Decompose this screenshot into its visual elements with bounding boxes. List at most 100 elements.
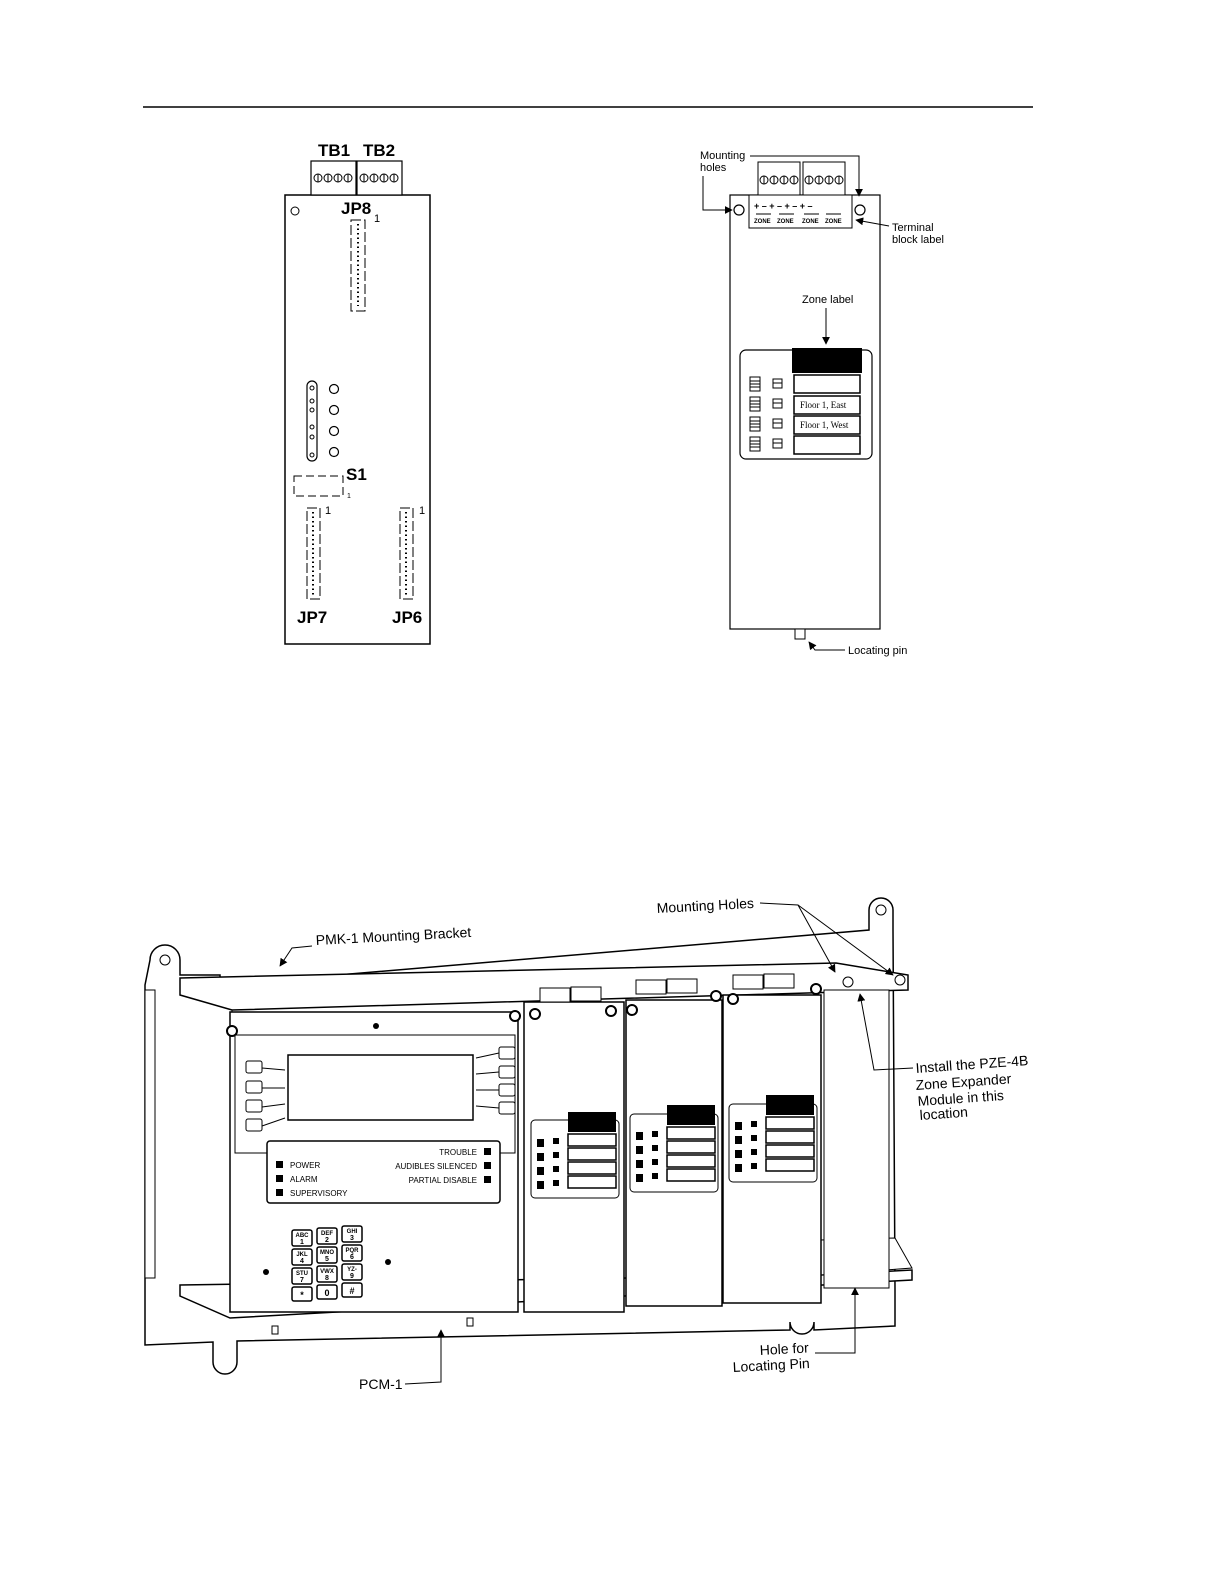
- tb-screws: [313, 173, 399, 183]
- status-trouble: TROUBLE: [439, 1148, 477, 1157]
- install-label-4: location: [919, 1104, 968, 1123]
- svg-text:7: 7: [300, 1277, 304, 1284]
- zone-slot: [793, 395, 861, 415]
- svg-text:*: *: [300, 1290, 304, 1300]
- zone-slot: [793, 415, 861, 435]
- svg-text:#: #: [349, 1286, 354, 1296]
- svg-text:PQR: PQR: [345, 1248, 359, 1254]
- zone-slot: [793, 435, 861, 455]
- key-1: [291, 1229, 313, 1247]
- key-4: [291, 1248, 313, 1266]
- jp6-pin1: 1: [419, 505, 425, 517]
- hole-label-2: Locating Pin: [732, 1355, 810, 1375]
- empty-expander-slot: [823, 989, 890, 1289]
- terminal-block-label-2: block label: [892, 234, 944, 246]
- jp7-label: JP7: [297, 608, 327, 627]
- key-2: [316, 1227, 338, 1245]
- terminal-block-label: Terminal: [892, 222, 934, 234]
- status-led-panel: [266, 1140, 501, 1204]
- zone-led-column: [749, 376, 783, 452]
- svg-text:YZ-: YZ-: [347, 1267, 357, 1273]
- status-power: POWER: [290, 1161, 320, 1170]
- zone-module-1: [523, 986, 625, 1313]
- mounting-holes-leader: [750, 155, 863, 197]
- status-supervisory: SUPERVISORY: [290, 1189, 348, 1198]
- zone-label-header: [792, 348, 862, 373]
- bracket-label: PMK-1 Mounting Bracket: [315, 924, 471, 948]
- svg-text:6: 6: [350, 1254, 354, 1261]
- led: [328, 446, 340, 458]
- zone-name-2: Floor 1, East: [800, 400, 847, 410]
- led: [328, 425, 340, 437]
- svg-text:0: 0: [324, 1288, 329, 1298]
- svg-text:1: 1: [300, 1239, 304, 1246]
- s1-label: S1: [346, 465, 367, 484]
- zone-name-3: Floor 1, West: [800, 420, 849, 430]
- locating-pin: [794, 628, 806, 640]
- circuit-board-diagram: TB1 TB2 JP8 1 S: [284, 141, 431, 645]
- led: [328, 383, 340, 395]
- led: [328, 404, 340, 416]
- svg-text:STU: STU: [296, 1271, 308, 1277]
- zone-module-diagram: + – + – + – + – ZONE ZONE ZONE ZONE Moun…: [700, 150, 944, 657]
- install-label-3: Module in this: [917, 1087, 1004, 1109]
- svg-text:4: 4: [300, 1258, 304, 1265]
- svg-text:3: 3: [350, 1235, 354, 1242]
- svg-text:+ – + – + – + –: + – + – + – + –: [754, 201, 813, 211]
- led-strip: [306, 380, 318, 462]
- svg-text:DEF: DEF: [321, 1231, 333, 1237]
- status-alarm: ALARM: [290, 1175, 318, 1184]
- svg-text:2: 2: [325, 1237, 329, 1244]
- svg-text:JKL: JKL: [296, 1252, 308, 1258]
- display-soft-keys: [245, 1046, 516, 1132]
- svg-text:GHI: GHI: [347, 1229, 358, 1235]
- zone-tag: ZONE: [825, 219, 842, 225]
- key-0: [316, 1284, 338, 1300]
- jp7-pin1: 1: [325, 505, 331, 517]
- mounting-holes-label: Mounting: [700, 150, 745, 162]
- zone-tag: ZONE: [777, 219, 794, 225]
- svg-text:VWX: VWX: [320, 1269, 334, 1275]
- svg-text:ABC: ABC: [296, 1233, 310, 1239]
- install-label: Install the PZE-4B: [915, 1052, 1029, 1076]
- tb1-label: TB1: [318, 141, 350, 160]
- mounting-holes-label-2: holes: [700, 162, 727, 174]
- module-mount-hole-left: [733, 204, 745, 216]
- key-8: [316, 1265, 338, 1283]
- zone-label-callout: Zone label: [802, 294, 853, 306]
- board-mount-hole: [290, 206, 300, 216]
- status-partial-disable: PARTIAL DISABLE: [409, 1176, 477, 1185]
- assembly-mounting-holes-label: Mounting Holes: [656, 895, 754, 916]
- jp6-label: JP6: [392, 608, 422, 627]
- keypad: ABC 1 DEF 2 GHI 3 JKL 4 MNO 5 PQR 6 STU …: [291, 1225, 363, 1302]
- tb2-label: TB2: [363, 141, 395, 160]
- terminal-label-leader: [855, 217, 890, 227]
- jp8-pin1: 1: [374, 213, 380, 225]
- key-7: [291, 1267, 313, 1285]
- zone-tag: ZONE: [802, 219, 819, 225]
- svg-text:8: 8: [325, 1275, 329, 1282]
- lcd-display: [287, 1054, 474, 1121]
- svg-text:9: 9: [350, 1273, 354, 1280]
- svg-text:MNO: MNO: [320, 1250, 334, 1256]
- zone-tag: ZONE: [754, 219, 771, 225]
- terminal-block-label-plate: [748, 194, 853, 229]
- key-3: [341, 1225, 363, 1243]
- zone-module-3: [722, 973, 822, 1304]
- zone-module-2: [625, 978, 723, 1307]
- mounting-bracket-top: [179, 962, 909, 1011]
- status-audibles-silenced: AUDIBLES SILENCED: [395, 1162, 477, 1171]
- key-hash: [341, 1282, 363, 1298]
- s1-switch: [293, 475, 344, 497]
- key-6: [341, 1244, 363, 1262]
- key-9: [341, 1263, 363, 1281]
- pcm-label: PCM-1: [359, 1376, 403, 1392]
- zone-slot: [793, 374, 861, 394]
- s1-pin1: 1: [347, 493, 351, 500]
- key-star: [291, 1286, 313, 1302]
- assembly-diagram: POWER ALARM SUPERVISORY TROUBLE AUDIBLES…: [144, 895, 1029, 1392]
- jp8-label: JP8: [341, 199, 371, 218]
- key-5: [316, 1246, 338, 1264]
- module-mount-hole-right: [854, 204, 866, 216]
